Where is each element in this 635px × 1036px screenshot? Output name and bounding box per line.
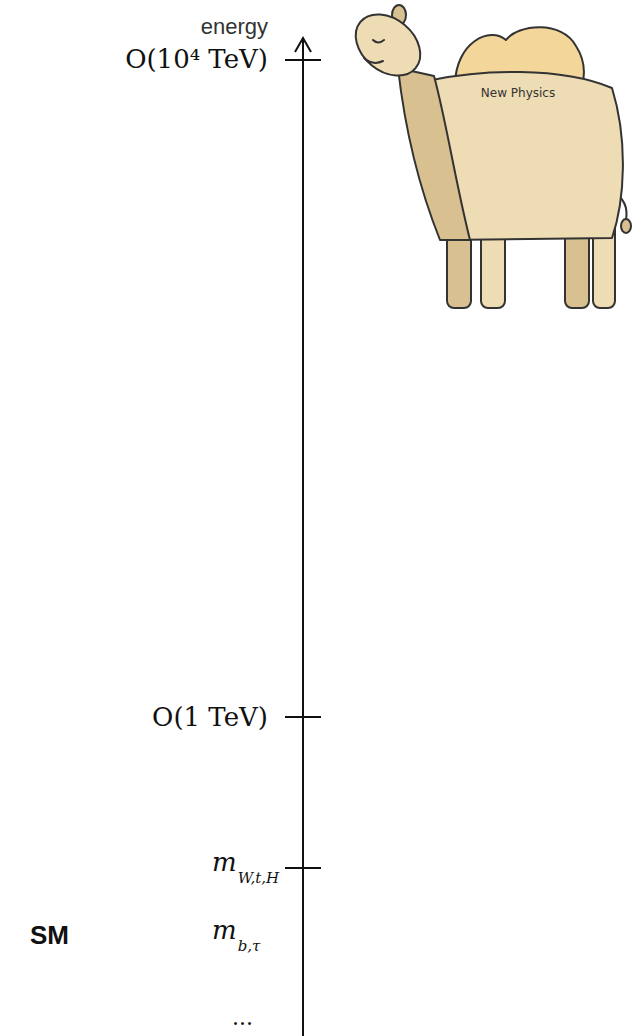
region-label: SM [30,921,69,950]
scale-label: O(1 TeV) [152,703,268,732]
label-holder: W,t,H [238,869,279,887]
camel-illustration [344,2,631,308]
scale-label: O(10⁴ TeV) [125,45,268,74]
label-holder: m [212,848,237,877]
axis-line [302,40,304,1036]
axis-tick [285,867,321,869]
label-holder: ... [232,1006,253,1030]
camel-tail-tuft [621,219,631,233]
mass-symbol: m [212,848,237,877]
axis-tick [285,716,321,718]
camel-body-node: New Physics [428,60,608,230]
energy-axis [285,38,321,1036]
mass-subscript: b,τ [238,938,261,955]
camel-eye [373,40,384,43]
camel-neck [398,68,470,240]
ellipsis: ... [232,1006,253,1030]
node-label: New Physics [479,86,557,100]
camel-head [344,2,433,88]
axis-tick [285,59,321,61]
mass-symbol: m [212,916,237,945]
axis-title: energy [201,15,268,39]
label-holder: m [212,916,237,945]
label-holder: energy [201,15,268,39]
mass-subscript: W,t,H [238,870,279,887]
label-holder: SM [30,921,69,950]
label-holder: O(10⁴ TeV) [125,45,268,74]
camel-smile [364,58,383,63]
axis-arrowhead [295,38,311,52]
label-holder: b,τ [238,937,261,955]
label-holder: O(1 TeV) [152,703,268,732]
